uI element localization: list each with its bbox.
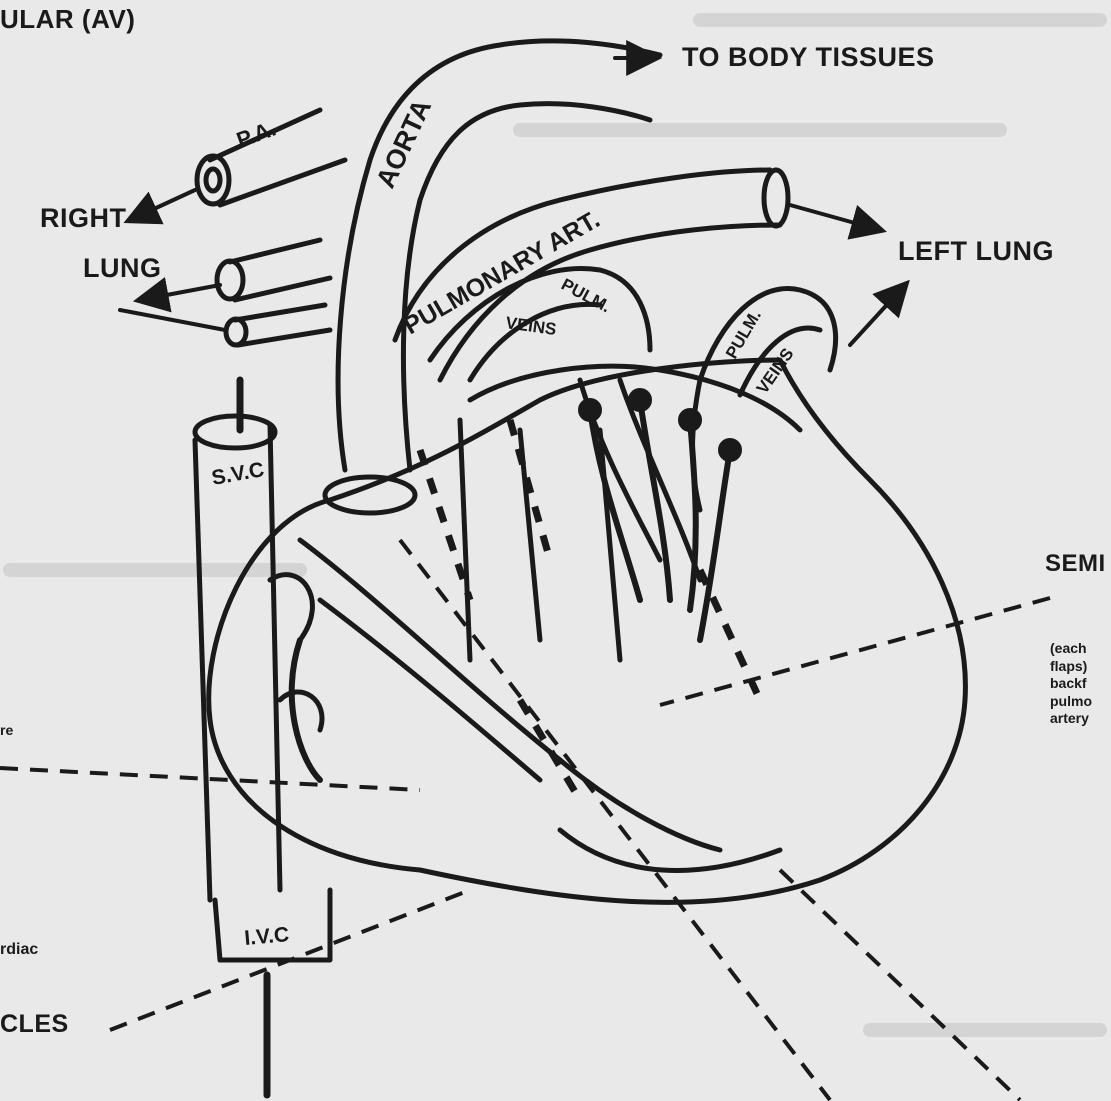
semilunar-note-line-2: flaps): [1050, 658, 1092, 676]
leader-semilunar: [660, 598, 1050, 705]
right-lung-label-1: RIGHT: [40, 205, 127, 232]
aorta-vessel: [338, 41, 660, 470]
left-lung-label: LEFT LUNG: [898, 238, 1054, 265]
svg-text:PULM.: PULM.: [722, 307, 765, 362]
svc-vessel: [195, 425, 280, 900]
leader-ventricles: [110, 890, 470, 1030]
leader-left-mid: [0, 768, 420, 790]
svg-text:PULMONARY ART.: PULMONARY ART.: [399, 205, 605, 340]
pulm-veins-right-label-1: PULM.: [722, 307, 765, 362]
ivc-label: I.V.C: [243, 923, 290, 950]
right-lung-label-2: LUNG: [83, 255, 162, 282]
semilunar-note-line-5: artery: [1050, 710, 1092, 728]
semilunar-note-line-1: (each: [1050, 640, 1092, 658]
pulm-veins-left-label-1: PULM.: [558, 275, 614, 317]
svg-text:PULM.: PULM.: [558, 275, 614, 317]
semilunar-note: (each flaps) backf pulmo artery: [1050, 640, 1092, 728]
svg-text:I.V.C: I.V.C: [243, 923, 290, 950]
to-body-tissues-label: TO BODY TISSUES: [682, 44, 935, 71]
pa-tube: [210, 110, 345, 205]
svg-text:VEINS: VEINS: [753, 345, 798, 398]
semilunar-note-line-3: backf: [1050, 675, 1092, 693]
pulm-veins-right-label-2: VEINS: [753, 345, 798, 398]
pulmonary-art-label: PULMONARY ART.: [399, 205, 605, 340]
svg-text:S.V.C: S.V.C: [210, 458, 266, 490]
top-left-label: ULAR (AV): [0, 6, 135, 32]
pulm-veins-left-label-2: VEINS: [504, 313, 557, 339]
heart-outline: [209, 360, 966, 902]
svc-label: S.V.C: [210, 458, 266, 490]
ventricles-label: CLES: [0, 1012, 69, 1037]
left-fragment-label-1: re: [0, 722, 13, 740]
svg-text:P.A.: P.A.: [233, 116, 279, 153]
pa-label: P.A.: [233, 116, 279, 153]
left-fragment-label-2: rdiac: [0, 940, 38, 960]
semilunar-note-line-4: pulmo: [1050, 693, 1092, 711]
svg-text:VEINS: VEINS: [504, 313, 557, 339]
semilunar-label: SEMI: [1045, 552, 1106, 576]
